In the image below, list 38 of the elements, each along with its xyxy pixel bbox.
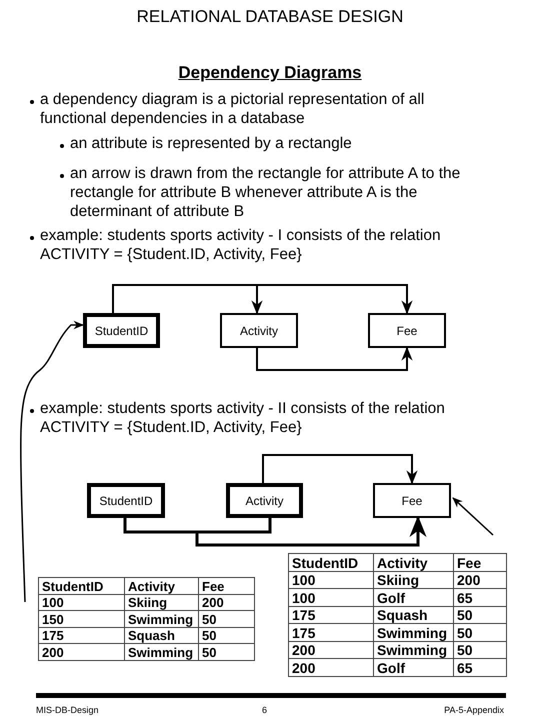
hand-drawn-arrow xyxy=(20,320,84,602)
key-attribute-box xyxy=(87,483,165,518)
table-cell: Fee xyxy=(198,577,255,594)
key-attribute-box xyxy=(226,483,303,518)
attribute-label: StudentID xyxy=(94,322,148,340)
attribute-label: Fee xyxy=(396,322,418,340)
page-number: 6 xyxy=(262,704,268,717)
attribute-box xyxy=(368,313,446,348)
page-title: RELATIONAL DATABASE DESIGN xyxy=(136,6,404,28)
table-cell: Fee xyxy=(453,553,507,572)
bullet-text: an attribute is represented by a rectangle xyxy=(70,134,353,153)
attribute-label: Activity xyxy=(245,492,284,510)
hand-drawn-arrow xyxy=(452,497,494,536)
footer-text: PA-5-Appendix xyxy=(444,704,504,717)
attribute-box xyxy=(373,483,451,518)
attribute-label: Fee xyxy=(402,492,422,510)
table-cell: 50 xyxy=(198,643,255,660)
attribute-box xyxy=(220,313,298,348)
table-cell: 200 xyxy=(38,643,125,660)
attribute-label: StudentID xyxy=(99,492,153,510)
section-heading: Dependency Diagrams xyxy=(177,62,363,84)
bullet-text: example: students sports activity - II consists of the relation ACTIVITY = {Student.ID, Activity, Fee} xyxy=(40,399,446,437)
arrow xyxy=(196,516,426,546)
table-cell: 200 xyxy=(288,658,374,676)
bullet-text: a dependency diagram is a pictorial representation of all functional dependencies in a database xyxy=(40,90,426,128)
attribute-label: Activity xyxy=(240,322,278,340)
key-attribute-box xyxy=(83,313,160,348)
table-cell: 65 xyxy=(453,658,507,676)
table-cell: Activity xyxy=(124,577,199,594)
arrow xyxy=(112,284,413,314)
table-cell: Activity xyxy=(373,553,454,572)
bullet-text: example: students sports activity - I consists of the relation ACTIVITY = {Student.ID, Activity, Fee} xyxy=(40,226,442,264)
table-cell: StudentID xyxy=(38,577,125,594)
arrow xyxy=(262,454,418,484)
arrow xyxy=(256,346,413,371)
bullet-text: an arrow is drawn from the rectangle for attribute A to the rectangle for attribute B whenever attribute A is the determinant of attribute B xyxy=(70,164,462,221)
table-cell: StudentID xyxy=(288,553,374,572)
footer-text: MIS-DB-Design xyxy=(36,704,99,717)
